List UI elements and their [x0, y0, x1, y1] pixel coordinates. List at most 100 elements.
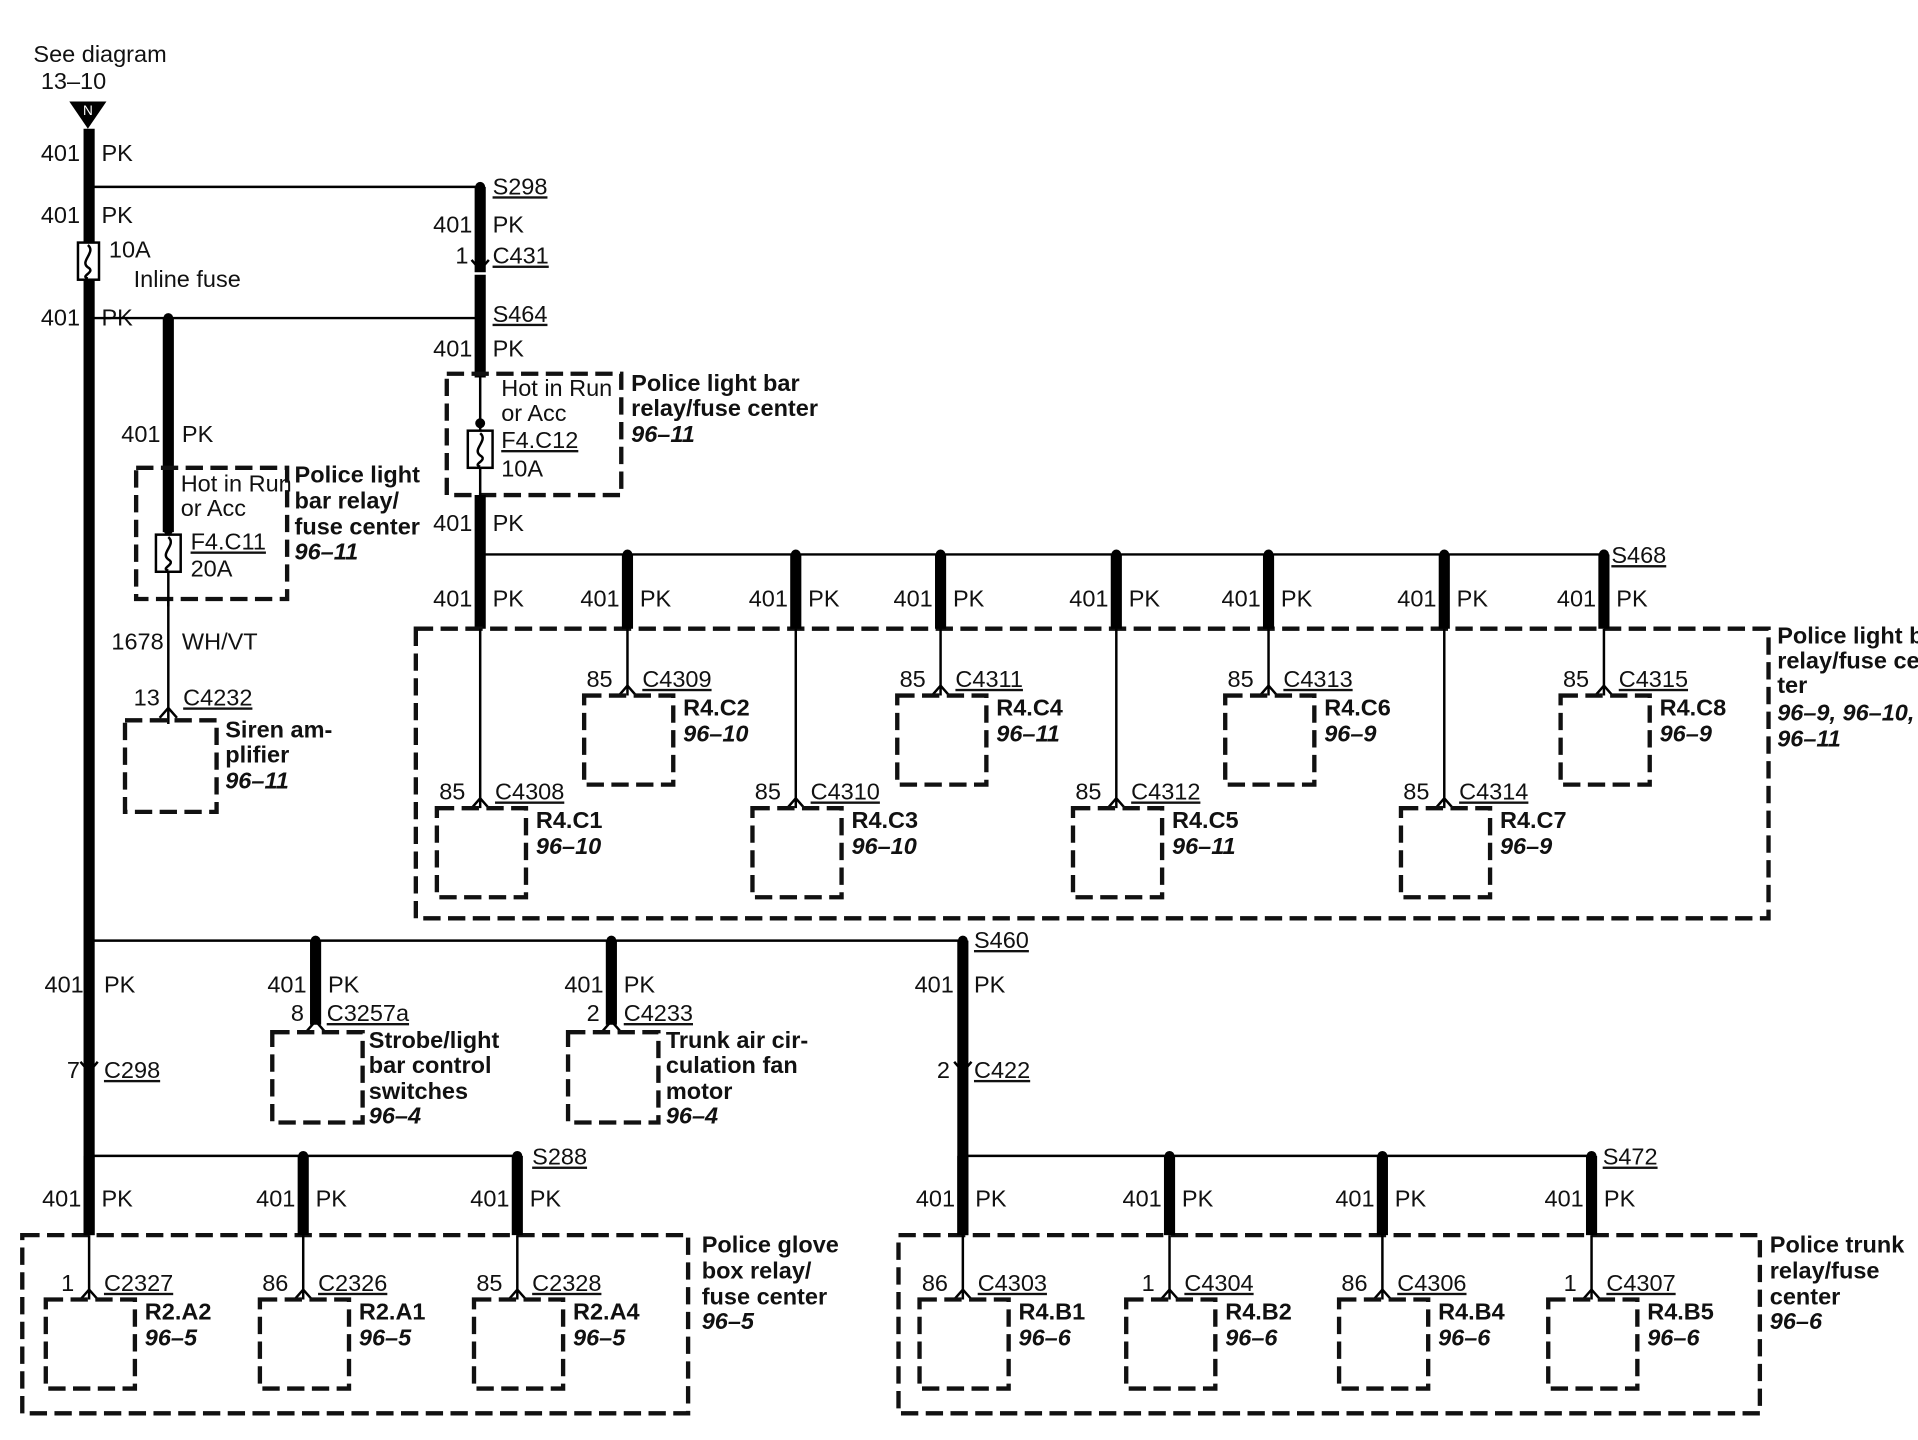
relay-r4c6-relay-name: R4.C6 — [1324, 694, 1391, 720]
trunk-label-3: center — [1770, 1283, 1841, 1309]
strobe-label-ref: 96–4 — [369, 1103, 421, 1129]
strobe-label-2: bar control — [369, 1052, 492, 1078]
relay-r4c4-connector: C4311 — [955, 666, 1023, 692]
relay-r4c7-relay-name: R4.C7 — [1500, 807, 1567, 833]
relay-r2a4-relay-ref: 96–5 — [573, 1324, 626, 1350]
glove-label-1: Police glove — [702, 1231, 839, 1257]
box-top-label-ref: 96–11 — [631, 421, 695, 447]
fuse-f4c12-hot1: Hot in Run — [501, 375, 612, 401]
relay-r4c3-relay-ref: 96–10 — [851, 833, 916, 859]
wire-trunk-fan-color: PK — [624, 972, 656, 998]
fuse-box-f4c11 — [133, 465, 290, 602]
connector-c422-icon — [953, 1061, 973, 1074]
main-wire-color-1: PK — [101, 140, 133, 166]
relay-r2a2-wire-color: PK — [101, 1186, 133, 1212]
box-left-label-3: fuse center — [295, 514, 420, 540]
relay-r4c3-relay-name: R4.C3 — [851, 807, 918, 833]
relay-r2a4-wire-color: PK — [530, 1186, 562, 1212]
fuse-f4c12-element-icon — [476, 432, 484, 468]
big-box-label-3: ter — [1777, 672, 1807, 698]
relay-r4b4-connector-icon — [1372, 1287, 1392, 1301]
relay-r4c1-relay-ref: 96–10 — [536, 833, 601, 859]
connector-c4232-pin: 13 — [134, 684, 160, 710]
relay-r4b2-wire-circuit: 401 — [1123, 1186, 1162, 1212]
siren-label-1: Siren am- — [225, 717, 332, 743]
relay-r2a1-relay-ref: 96–5 — [359, 1324, 412, 1350]
wire-f4c12-color: PK — [493, 510, 525, 536]
fuse-f4c11-hot1: Hot in Run — [181, 470, 292, 496]
main-wire-color-4: PK — [104, 972, 136, 998]
relay-r4c5-wire-circuit: 401 — [1069, 585, 1108, 611]
ref-see-diagram: See diagram — [33, 41, 166, 67]
ref-diagram-number: 13–10 — [41, 68, 106, 94]
ref-marker-letter: N — [83, 103, 93, 118]
glove-label-ref: 96–5 — [702, 1308, 755, 1334]
fuse-f4c11-id: F4.C11 — [191, 528, 266, 554]
connector-c422-name: C422 — [974, 1057, 1030, 1083]
connector-c431-icon — [470, 259, 490, 272]
box-top-label-1: Police light bar — [631, 370, 799, 396]
big-box-label-ref2: 96–11 — [1777, 725, 1841, 751]
relay-r2a4-wire-circuit: 401 — [470, 1186, 509, 1212]
connector-c3257a-pin: 8 — [291, 1000, 304, 1026]
relay-r4c5-connector-icon — [1106, 796, 1126, 809]
wire-strobe-color: PK — [328, 972, 360, 998]
siren-label-ref: 96–11 — [225, 767, 289, 793]
relay-r4c2-connector-icon — [617, 683, 638, 697]
wire-left-branch-color: PK — [182, 421, 214, 447]
wire-s460-circuit: 401 — [915, 972, 954, 998]
relay-r4c8-relay-box — [1558, 693, 1652, 787]
relay-r4c4-connector-icon — [930, 683, 951, 697]
inline-fuse-rating: 10A — [109, 236, 151, 262]
relay-r4b1-wire-color: PK — [975, 1186, 1007, 1212]
relay-r4b1-relay-ref: 96–6 — [1019, 1324, 1072, 1350]
relay-r4c7-wire-circuit: 401 — [1397, 585, 1436, 611]
connector-c431-name: C431 — [493, 243, 549, 269]
relay-r4c2-connector: C4309 — [642, 666, 711, 692]
fuse-f4c11-hot2: or Acc — [181, 495, 247, 521]
wire-trunk-fan-circuit: 401 — [564, 972, 603, 998]
relay-r2a2-wire-circuit: 401 — [42, 1186, 81, 1212]
connector-c4232-name: C4232 — [183, 684, 252, 710]
strobe-label-3: switches — [369, 1078, 468, 1104]
trunk-label-ref: 96–6 — [1770, 1308, 1823, 1334]
relay-r4b4-wire-circuit: 401 — [1335, 1186, 1374, 1212]
splice-s468-dot — [1598, 549, 1609, 560]
relay-r2a1-relay-box — [257, 1297, 352, 1391]
relay-r2a2-pin: 1 — [61, 1270, 74, 1296]
relay-r4b5-relay-name: R4.B5 — [1647, 1298, 1714, 1324]
fuse-f4c12-id: F4.C12 — [501, 427, 578, 453]
relay-r4c4-relay-ref: 96–11 — [996, 720, 1060, 746]
relay-r4c7-relay-ref: 96–9 — [1500, 833, 1552, 859]
relay-r4b5-pin: 1 — [1564, 1270, 1577, 1296]
relay-r4b2-pin: 1 — [1142, 1270, 1155, 1296]
relay-r4c3-connector-icon — [786, 796, 806, 809]
relay-r4b4-wire-color: PK — [1395, 1186, 1427, 1212]
relay-r4b5-relay-box — [1546, 1297, 1640, 1391]
trunk-fan-label-ref: 96–4 — [666, 1103, 718, 1129]
relay-box-trunk — [896, 1232, 1763, 1416]
relay-box-glove — [20, 1232, 691, 1416]
connector-c431-pin: 1 — [455, 243, 468, 269]
splice-s460-label: S460 — [974, 927, 1029, 953]
relay-r4b5-wire-color: PK — [1604, 1186, 1636, 1212]
relay-r4c2-relay-name: R4.C2 — [683, 694, 750, 720]
relay-r2a1-wire-circuit: 401 — [256, 1186, 295, 1212]
splice-s298-label: S298 — [493, 173, 548, 199]
splice-s464-label: S464 — [493, 301, 548, 327]
relay-r2a1-connector: C2326 — [318, 1270, 387, 1296]
relay-r4c8-pin: 85 — [1563, 666, 1589, 692]
box-left-label-ref: 96–11 — [295, 538, 359, 564]
relay-r2a4-connector-icon — [507, 1287, 527, 1301]
relay-r4b4-connector: C4306 — [1397, 1270, 1466, 1296]
relay-r2a2-connector-icon — [79, 1287, 99, 1301]
relay-r4c2-relay-box — [581, 693, 676, 787]
big-box-label-ref1: 96–9, 96–10, — [1777, 699, 1914, 725]
inline-fuse-element-icon — [84, 244, 92, 280]
fuse-box-f4c12 — [444, 371, 624, 498]
relay-r4b4-relay-box — [1336, 1297, 1431, 1391]
fuse-f4c11-element-icon — [164, 536, 172, 572]
